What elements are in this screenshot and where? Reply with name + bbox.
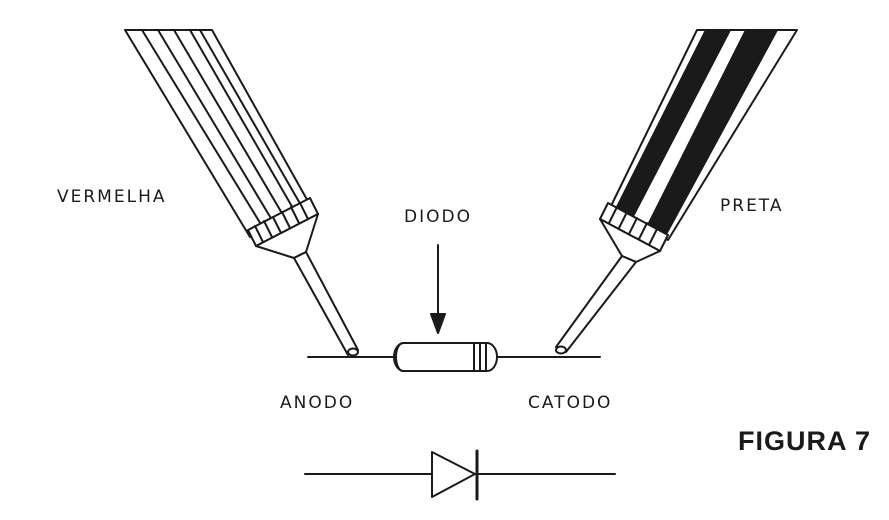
black-probe-illustration: [555, 29, 798, 355]
diode-schematic-symbol: [304, 449, 616, 501]
diode-label: DIODO: [404, 207, 472, 227]
diode-component: [307, 342, 601, 372]
diode-arrow: [430, 244, 446, 334]
figure-title: FIGURA 7: [738, 426, 872, 456]
red-probe-illustration: [124, 29, 359, 357]
black-probe-label: PRETA: [720, 196, 784, 216]
cathode-label: CATODO: [528, 393, 613, 413]
red-probe-label: VERMELHA: [57, 187, 167, 207]
anode-label: ANODO: [280, 393, 355, 413]
